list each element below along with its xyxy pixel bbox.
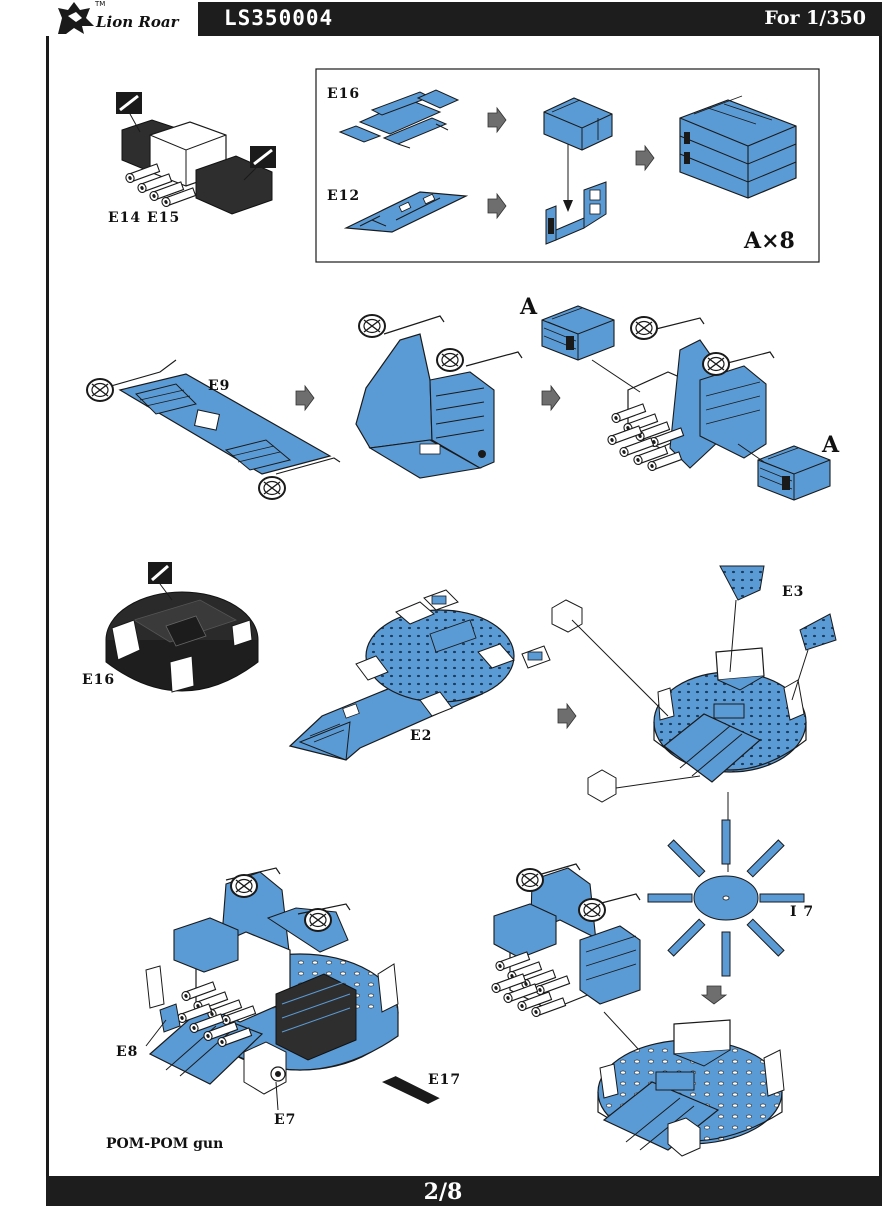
arrow-right-2 (487, 193, 507, 219)
arrow-right-4 (295, 385, 315, 411)
label-e16-top: E16 (327, 86, 361, 102)
sight-ring-mount-1 (358, 314, 386, 338)
leader-e8 (145, 1019, 167, 1047)
label-a-upper: A (520, 294, 538, 320)
pom-pom-gun-final (145, 867, 399, 1095)
leader-a-upper (591, 359, 641, 393)
final-gun-mount (490, 863, 641, 1019)
brand-logo (54, 0, 198, 36)
i7-star-part (647, 819, 805, 977)
e12-flat-part (343, 191, 469, 233)
label-ax8: A×8 (744, 228, 795, 254)
e3-part (719, 565, 765, 673)
arrow-right-1 (487, 107, 507, 133)
deck-assembled (653, 647, 807, 783)
e9-flat-part (103, 359, 341, 475)
sight-ring-5 (516, 868, 544, 892)
product-code: LS350004 (224, 6, 334, 30)
brand-name: Lion Roar (96, 13, 179, 31)
arrow-down (701, 985, 727, 1005)
label-e17: E17 (428, 1072, 462, 1088)
e3-side-part (791, 613, 837, 701)
right-border (879, 36, 882, 1176)
e2-flat-deck (288, 589, 551, 761)
arrow-right-5 (541, 385, 561, 411)
small-block-lower (587, 769, 701, 803)
trademark-mark: TM (95, 0, 106, 8)
sight-ring-7 (230, 874, 258, 898)
sight-ring-mount-2 (436, 348, 464, 372)
leader-a-lower (737, 443, 765, 463)
label-e7: E7 (274, 1112, 297, 1128)
label-e12: E12 (327, 188, 361, 204)
leader-e7 (275, 1081, 279, 1111)
label-i7: I 7 (790, 904, 815, 920)
folded-frame (545, 181, 607, 245)
final-deck (597, 1019, 785, 1157)
gun-body-e14-e15 (116, 92, 276, 215)
label-e8: E8 (116, 1044, 139, 1060)
sight-ring-3 (630, 316, 658, 340)
sight-ring-4 (702, 352, 730, 376)
label-e3: E3 (782, 584, 805, 600)
gun-with-ammo-racks (606, 317, 775, 473)
arrow-right-6 (557, 703, 577, 729)
e17-strip (382, 1075, 441, 1104)
scale-label: For 1/350 (764, 7, 866, 29)
label-a-lower: A (822, 432, 840, 458)
label-e2: E2 (410, 728, 433, 744)
ammo-rack-a-lower (757, 445, 831, 501)
page-number: 2/8 (423, 1179, 463, 1205)
left-border (46, 36, 49, 1176)
ammo-rack-a-upper (541, 305, 615, 361)
caption-pom-pom: POM-POM gun (106, 1136, 224, 1152)
folded-mount (355, 315, 523, 479)
ammo-rack-assembled (679, 95, 797, 199)
footer-bar (46, 1176, 882, 1206)
small-block-upper (551, 599, 669, 717)
sight-ring-left (86, 378, 114, 402)
sight-ring-8 (304, 908, 332, 932)
label-e16-mid: E16 (82, 672, 116, 688)
subassembly-box (315, 68, 820, 263)
lion-logo-icon (58, 2, 94, 34)
folded-tray (543, 97, 613, 151)
label-e9: E9 (208, 378, 231, 394)
sight-ring-right (258, 476, 286, 500)
header-bar (198, 2, 882, 36)
label-e14-e15: E14 E15 (108, 210, 181, 226)
e16-base-dark (105, 562, 259, 693)
arrow-right-3 (635, 145, 655, 171)
sight-ring-6 (578, 898, 606, 922)
e16-flat-part (338, 89, 460, 149)
